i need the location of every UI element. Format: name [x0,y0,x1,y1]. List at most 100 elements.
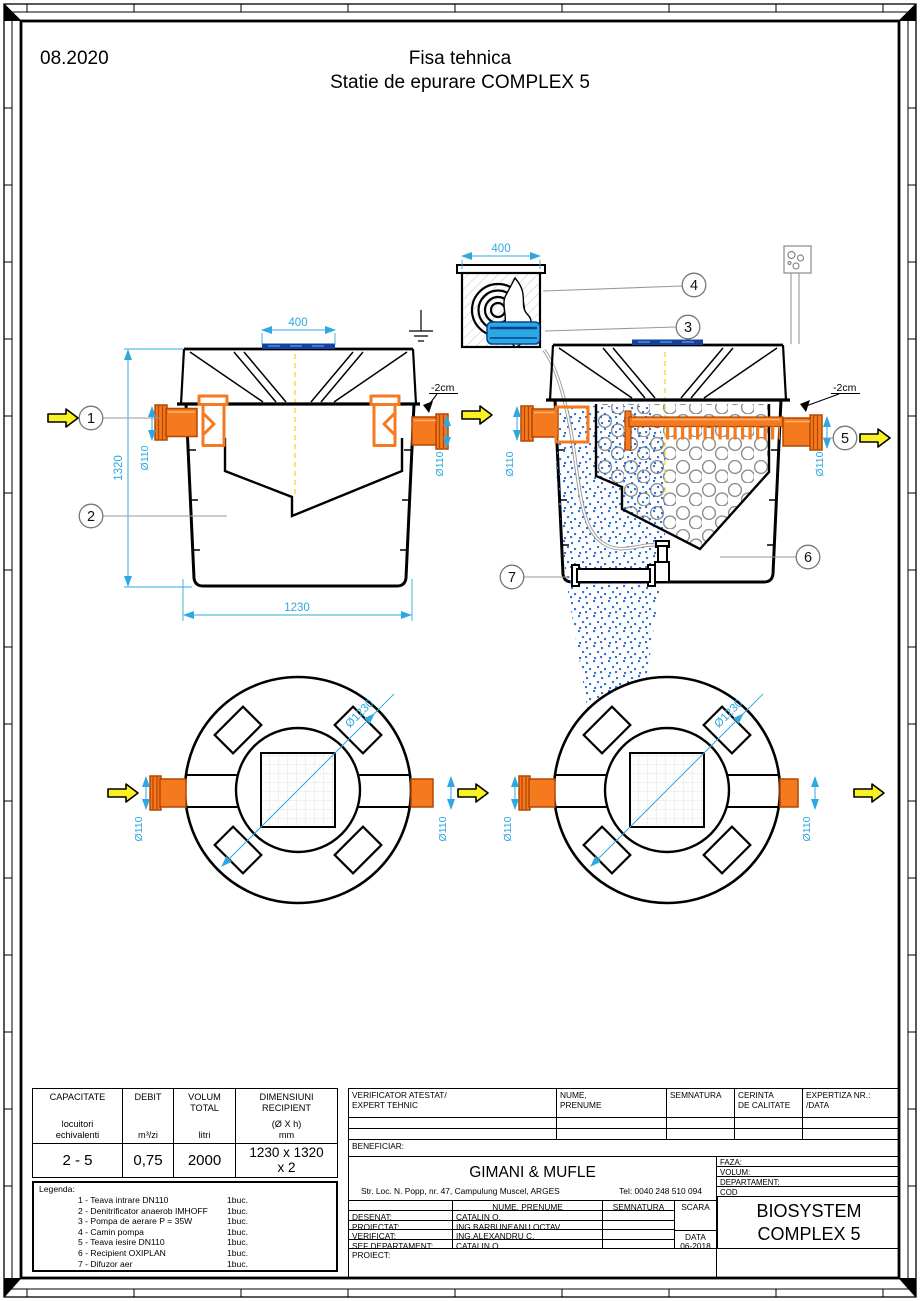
product-name: BIOSYSTEM COMPLEX 5 [717,1197,900,1249]
callout-leaders [103,285,833,578]
company-phone: Tel: 0040 248 510 094 [619,1186,702,1197]
dim-110: Ø110 [434,451,446,476]
scara-value-cell [675,1211,717,1230]
flow-arrow-inlet [47,408,79,428]
left-tank-section [154,343,449,588]
sheet-title-line2: Statie de epurare COMPLEX 5 [330,72,590,93]
pump-water [486,321,540,345]
divider [349,1199,717,1201]
pump-chamber [409,264,546,349]
svg-text:5: 5 [841,431,849,447]
empty-cell [557,1129,667,1140]
empty-cell [735,1118,803,1129]
svg-text:3: 3 [684,320,692,336]
empty-cell [557,1118,667,1129]
capacity-value-cell: 2000 [174,1144,236,1177]
dim-1320: 1320 [113,455,125,481]
callout-7: 7 [499,564,525,590]
nume-prenume-header: NUME, PRENUME [453,1201,603,1211]
cod-cell: COD [717,1187,900,1197]
level-offset-left: -2cm [423,382,458,413]
dim-400-left: 400 [288,317,307,329]
callouts: 1 2 3 4 5 6 7 [78,272,858,590]
empty-cell [603,1230,675,1240]
role-name: CATALIN O. [453,1239,603,1249]
empty-cell [667,1118,735,1129]
dim-110: Ø110 [504,451,516,476]
outlet-fitting [369,394,401,447]
callout-5: 5 [832,425,858,451]
empty-cell [803,1129,900,1140]
level-offset-right: -2cm [800,382,860,412]
tank-lid [546,343,790,402]
blower-symbol [783,245,812,274]
callout-4: 4 [681,272,707,298]
plan-view-right: Ø110 Ø110 Ø1230 [502,675,819,905]
data-value-cell: 06-2018 [675,1239,717,1249]
empty-cell [667,1129,735,1140]
ground-symbol [409,310,433,342]
outlet-pipe [782,414,823,451]
role-name: ING.ALEXANDRU C. [453,1230,603,1240]
tank-body [184,403,416,588]
title-block: VERIFICATOR ATESTAT/ EXPERT TEHNIC NUME,… [348,1088,900,1279]
empty-cell [603,1239,675,1249]
flow-arrow-outlet [859,428,891,448]
svg-text:1: 1 [87,411,95,427]
plan-outlet-pipe [410,778,434,808]
callout-1: 1 [78,405,104,431]
verificator-header: VERIFICATOR ATESTAT/ EXPERT TEHNIC [349,1089,557,1118]
empty-cell [349,1201,453,1211]
dim-110: Ø110 [139,445,151,470]
cerinta-header: CERINTA DE CALITATE [735,1089,803,1118]
inlet-fitting [197,394,229,447]
semnatura-header: SEMNATURA [667,1089,735,1118]
dim-400-pump: 400 [491,243,510,255]
dim-110: Ø110 [133,816,145,841]
callout-3: 3 [675,314,701,340]
departament-cell: DEPARTAMENT: [717,1177,900,1187]
inlet-chamber [554,405,590,444]
role-label: PROIECTAT: [349,1220,453,1230]
air-diffuser [571,540,670,587]
scara-header: SCARA [675,1201,717,1211]
data-label-cell: DATA [675,1230,717,1240]
plan-inlet-pipe [518,775,556,811]
role-label: SEF DEPARTAMENT: [349,1239,453,1249]
right-tank-section [520,339,823,712]
inlet-pipe [520,405,559,442]
dimensions [124,252,831,621]
empty-cell [349,1118,557,1129]
role-name: ING.BARBUNEANU OCTAV [453,1220,603,1230]
flow-arrow-plan2-out [853,783,885,803]
dim-110: Ø110 [801,816,813,841]
svg-text:2: 2 [87,509,95,525]
plan-inlet-pipe [149,775,187,811]
capacity-value-cell: 1230 x 1320 x 2 [249,1145,324,1175]
sheet-date: 08.2020 [40,48,109,69]
nume-header: NUME, PRENUME [557,1089,667,1118]
flow-arrow-plan1-in [107,783,139,803]
plan-outlet-pipe [779,778,799,808]
empty-cell [603,1220,675,1230]
plan-view-left: Ø110 Ø110 Ø1230 [133,675,455,905]
svg-text:-2cm: -2cm [833,382,857,394]
dimension-labels: 400 400 1320 1230 Ø110 Ø110 Ø110 Ø110 [113,243,826,614]
callout-2: 2 [78,503,104,529]
air-bubbles [556,406,665,712]
proiect-cell: PROIECT: [349,1249,717,1279]
role-label: VERIFICAT: [349,1230,453,1240]
svg-text:4: 4 [690,278,698,294]
callout-6: 6 [795,544,821,570]
flow-arrow-transfer [461,405,493,425]
